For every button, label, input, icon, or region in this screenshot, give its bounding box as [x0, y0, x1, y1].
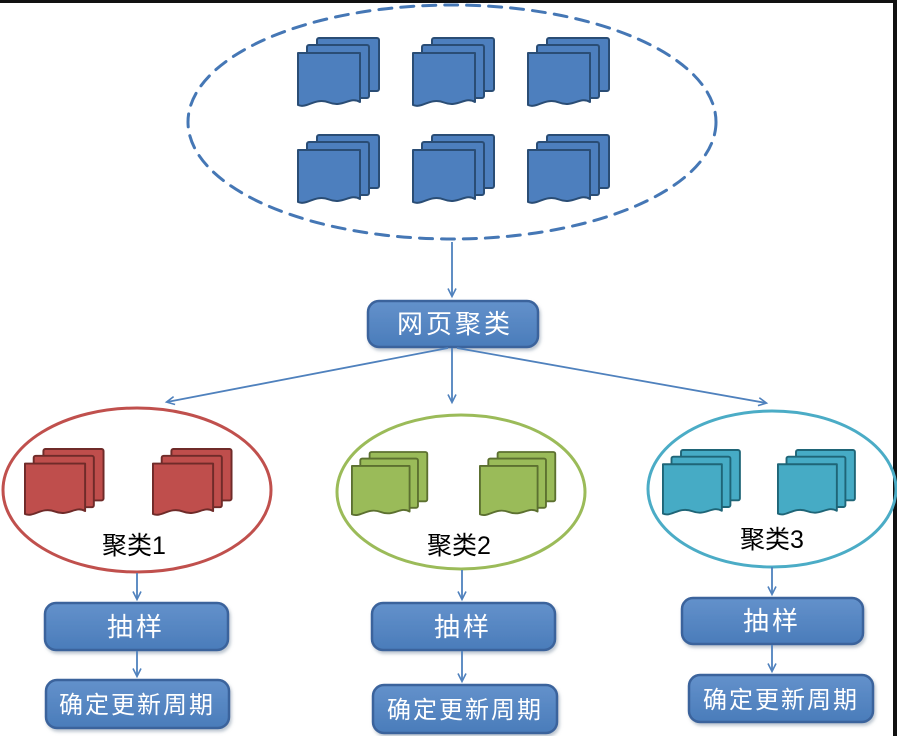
source-pool-dashed-ellipse — [186, 3, 718, 241]
document-stack-icon — [412, 37, 495, 107]
cluster1-sample-label: 抽样 — [107, 612, 165, 642]
cluster2-ellipse — [335, 413, 587, 571]
cluster3-sample-label: 抽样 — [743, 606, 801, 636]
document-stack-icon — [297, 134, 380, 204]
cluster1-group: 聚类1 抽样 确定更新周期 — [1, 406, 273, 730]
document-stack-icon — [152, 448, 233, 516]
cluster1-sample-box — [43, 601, 230, 652]
document-stack-icon — [527, 37, 610, 107]
document-stack-icon — [777, 449, 856, 516]
cluster1-ellipse — [1, 406, 273, 574]
cluster2-sample-label: 抽样 — [434, 612, 492, 642]
clustering-box-label: 网页聚类 — [397, 309, 513, 339]
document-stack-icon — [297, 37, 380, 107]
source-document-stacks — [297, 37, 610, 204]
cluster2-period-label: 确定更新周期 — [387, 697, 543, 724]
cluster3-period-label: 确定更新周期 — [703, 687, 859, 714]
document-stack-icon — [350, 451, 429, 517]
cluster3-period-box — [687, 673, 875, 724]
top-edge-strip — [0, 0, 897, 3]
cluster2-label: 聚类2 — [427, 532, 491, 560]
cluster1-period-box — [44, 678, 231, 730]
cluster1-period-label: 确定更新周期 — [59, 692, 215, 719]
cluster2-period-box — [371, 683, 559, 735]
document-stack-icon — [412, 134, 495, 204]
right-edge-strip — [893, 0, 897, 736]
cluster2-sample-box — [370, 601, 557, 652]
arrow-to-cluster1 — [164, 347, 449, 406]
document-stack-icon — [478, 451, 557, 517]
document-stack-icon — [662, 449, 741, 516]
cluster3-label: 聚类3 — [740, 526, 804, 554]
source-pool-group — [186, 3, 718, 241]
cluster2-document-stacks — [350, 451, 557, 517]
cluster3-document-stacks — [662, 449, 856, 516]
cluster1-document-stacks — [23, 448, 233, 516]
cluster3-group: 聚类3 抽样 确定更新周期 — [646, 409, 897, 724]
cluster2-group: 聚类2 抽样 确定更新周期 — [335, 413, 587, 735]
document-stack-icon — [527, 134, 610, 204]
document-stack-icon — [23, 448, 105, 516]
cluster3-sample-box — [680, 596, 865, 646]
cluster1-label: 聚类1 — [102, 532, 166, 560]
clustering-box: 网页聚类 — [366, 299, 540, 349]
arrow-to-cluster3 — [456, 347, 769, 407]
